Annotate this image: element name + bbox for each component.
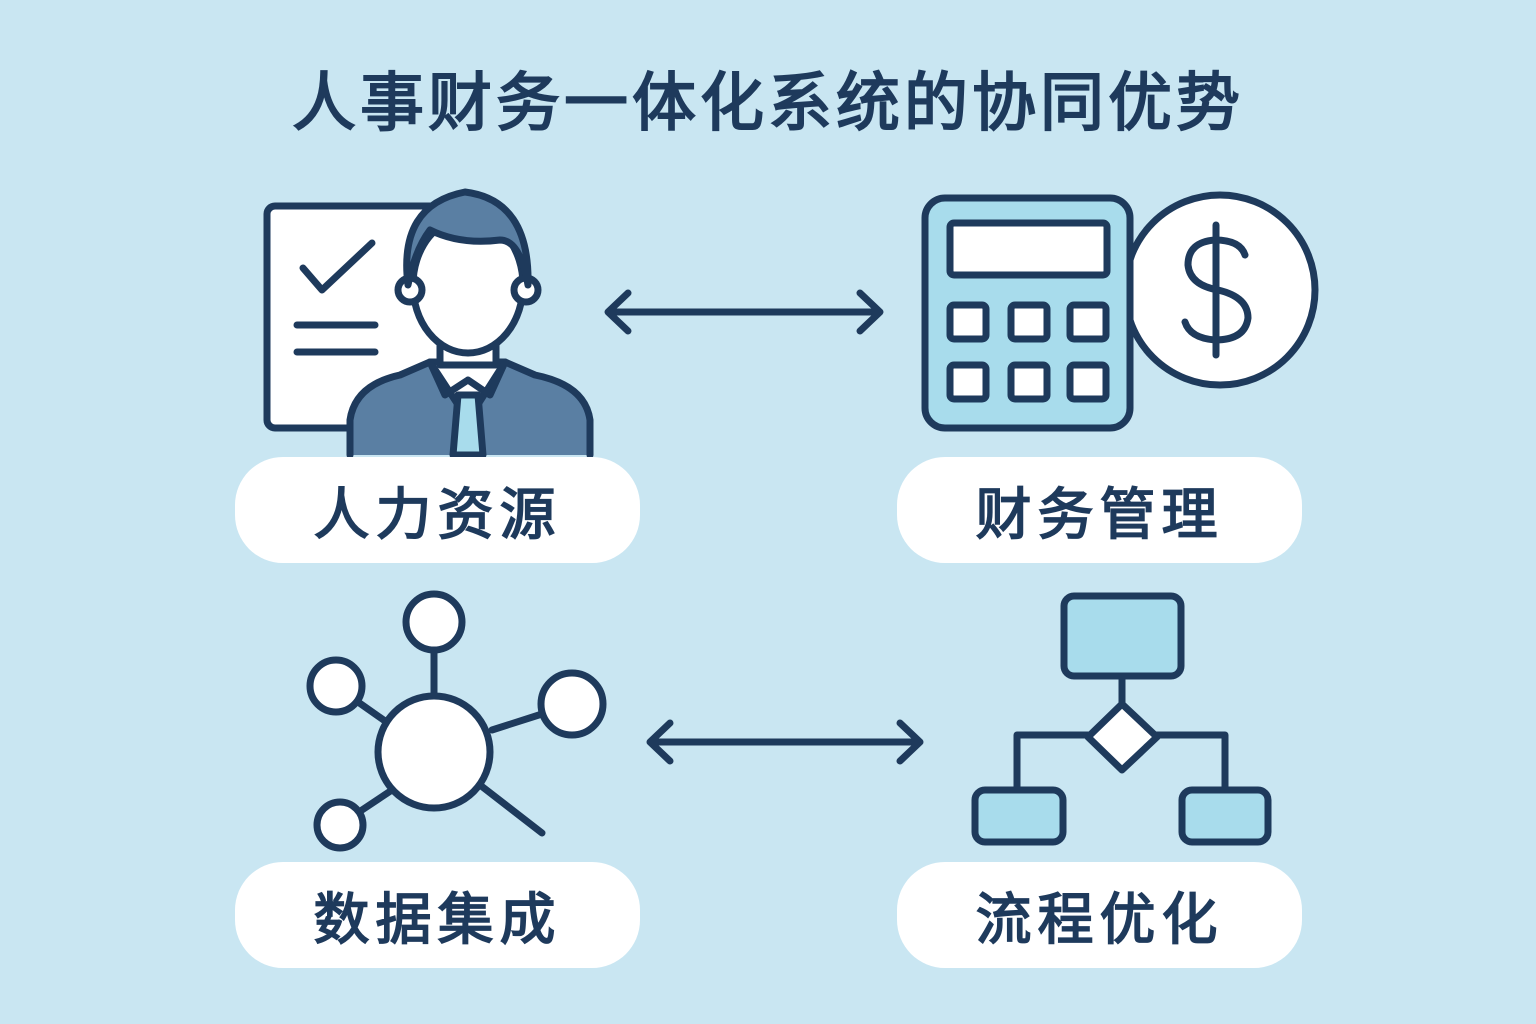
module-label-finance: 财务管理 [897, 457, 1302, 563]
calculator-dollar-icon [921, 191, 1319, 432]
module-label-data-integration: 数据集成 [235, 862, 640, 968]
page-title: 人事财务一体化系统的协同优势 [292, 67, 1244, 141]
hr-person-icon [263, 188, 594, 459]
module-label-process-optimization: 流程优化 [897, 862, 1302, 968]
network-hub-icon [306, 590, 607, 852]
flowchart-icon [971, 592, 1272, 846]
module-label-hr: 人力资源 [235, 457, 640, 563]
bidirectional-arrow-bottom [646, 719, 924, 765]
bidirectional-arrow-top [604, 289, 884, 335]
